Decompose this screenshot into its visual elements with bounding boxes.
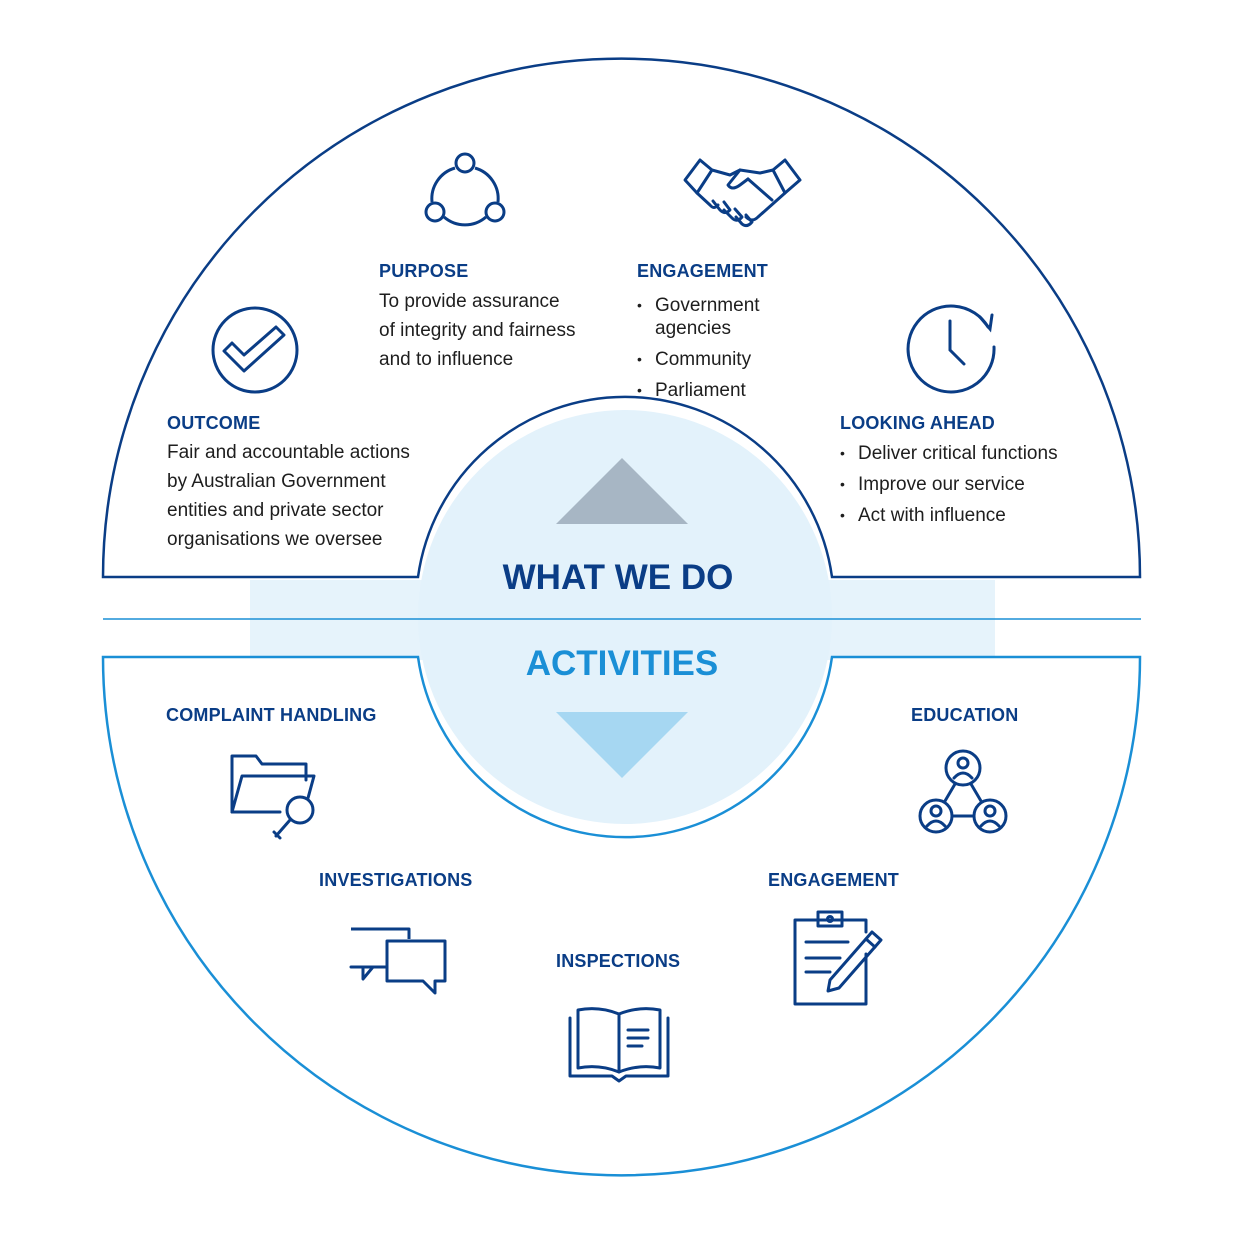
activities-ring	[101, 655, 1142, 1177]
looking-ahead-item: Act with influence	[840, 504, 1100, 527]
outcome-text: Fair and accountable actions by Australi…	[167, 438, 410, 554]
education-label: EDUCATION	[911, 705, 1019, 725]
cycle-icon	[424, 152, 506, 227]
looking-ahead-item: Improve our service	[840, 473, 1100, 496]
inspections-label: INSPECTIONS	[556, 951, 681, 971]
engagement-item: Government agencies	[637, 294, 797, 340]
looking-ahead-list: Deliver critical functions Improve our s…	[840, 442, 1100, 535]
center-circle	[418, 410, 832, 824]
open-book-icon	[568, 1007, 670, 1083]
purpose-heading: PURPOSE	[379, 261, 469, 281]
engagement-item: Community	[637, 348, 797, 371]
people-network-icon	[918, 749, 1008, 834]
clock-icon	[906, 304, 996, 394]
engagement-heading: ENGAGEMENT	[637, 261, 769, 281]
engagement-item: Parliament	[637, 379, 797, 402]
folder-search-icon	[230, 754, 316, 840]
looking-ahead-heading: LOOKING AHEAD	[840, 413, 995, 433]
engagement-activity-label: ENGAGEMENT	[768, 870, 900, 890]
purpose-line: and to influence	[379, 349, 514, 370]
investigations-label: INVESTIGATIONS	[319, 870, 473, 890]
purpose-line: of integrity and fairness	[379, 320, 576, 341]
outcome-line: entities and private sector	[167, 500, 384, 521]
outcome-heading: OUTCOME	[167, 413, 261, 433]
up-triangle	[556, 458, 688, 524]
outcome-line: by Australian Government	[167, 471, 386, 492]
looking-ahead-item: Deliver critical functions	[840, 442, 1100, 465]
engagement-list: Government agencies Community Parliament	[637, 294, 797, 410]
what-we-do-title: WHAT WE DO	[502, 558, 734, 597]
clipboard-pen-icon	[793, 910, 883, 1006]
outcome-line: Fair and accountable actions	[167, 442, 410, 463]
outcome-line: organisations we oversee	[167, 529, 383, 550]
down-triangle	[556, 712, 688, 778]
purpose-text: To provide assurance of integrity and fa…	[379, 287, 575, 374]
chat-bubbles-icon	[349, 927, 447, 995]
complaint-handling-label: COMPLAINT HANDLING	[166, 705, 377, 725]
handshake-icon	[683, 158, 802, 228]
checkmark-circle-icon	[211, 306, 299, 394]
purpose-line: To provide assurance	[379, 291, 560, 312]
activities-title: ACTIVITIES	[525, 644, 719, 683]
